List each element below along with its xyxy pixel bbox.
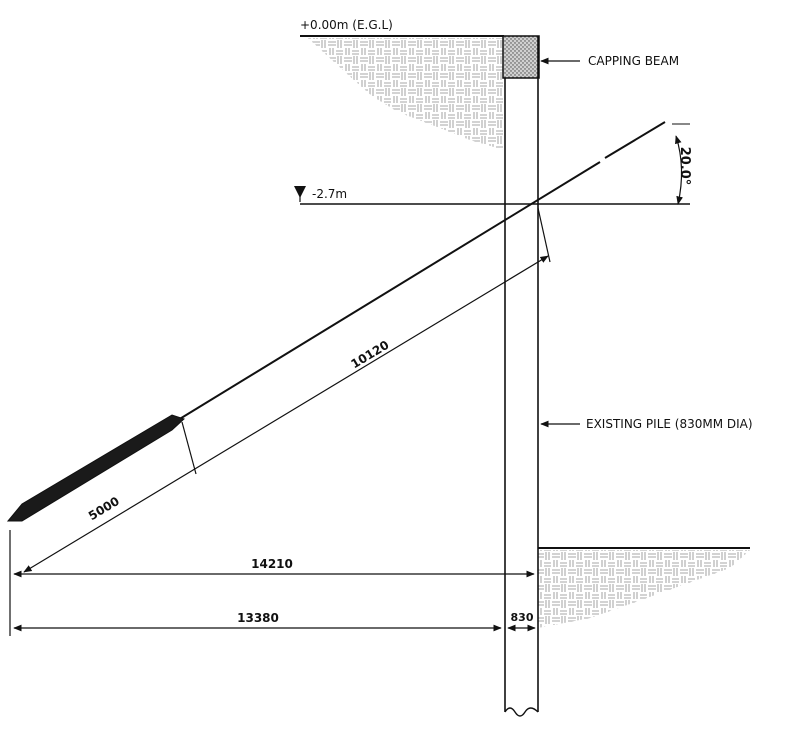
dim-bond-length-label: 5000 [86,494,122,523]
egl-label: +0.00m (E.G.L) [300,18,393,32]
anchor-line [177,161,601,421]
existing-pile-label: EXISTING PILE (830MM DIA) [586,417,753,431]
dim-horizontal-to-pile-label: 13380 [237,611,279,625]
dim-tick-end [537,207,551,263]
dim-anchor-parallel [23,255,549,573]
angle-label: 20.0° [677,147,692,186]
water-level-label: -2.7m [312,187,347,201]
capping-beam-label: CAPPING BEAM [588,54,679,68]
dim-pile-diameter-label: 830 [511,611,534,624]
angle-arc [675,135,683,205]
dim-tick-bond [181,421,197,475]
soil-hatch-upper [308,38,504,150]
dim-horizontal-total-label: 14210 [251,557,293,571]
anchor-line-extension [604,121,666,159]
pile-break-symbol [504,707,539,717]
capping-beam [502,35,540,79]
soil-hatch-lower [538,550,750,628]
